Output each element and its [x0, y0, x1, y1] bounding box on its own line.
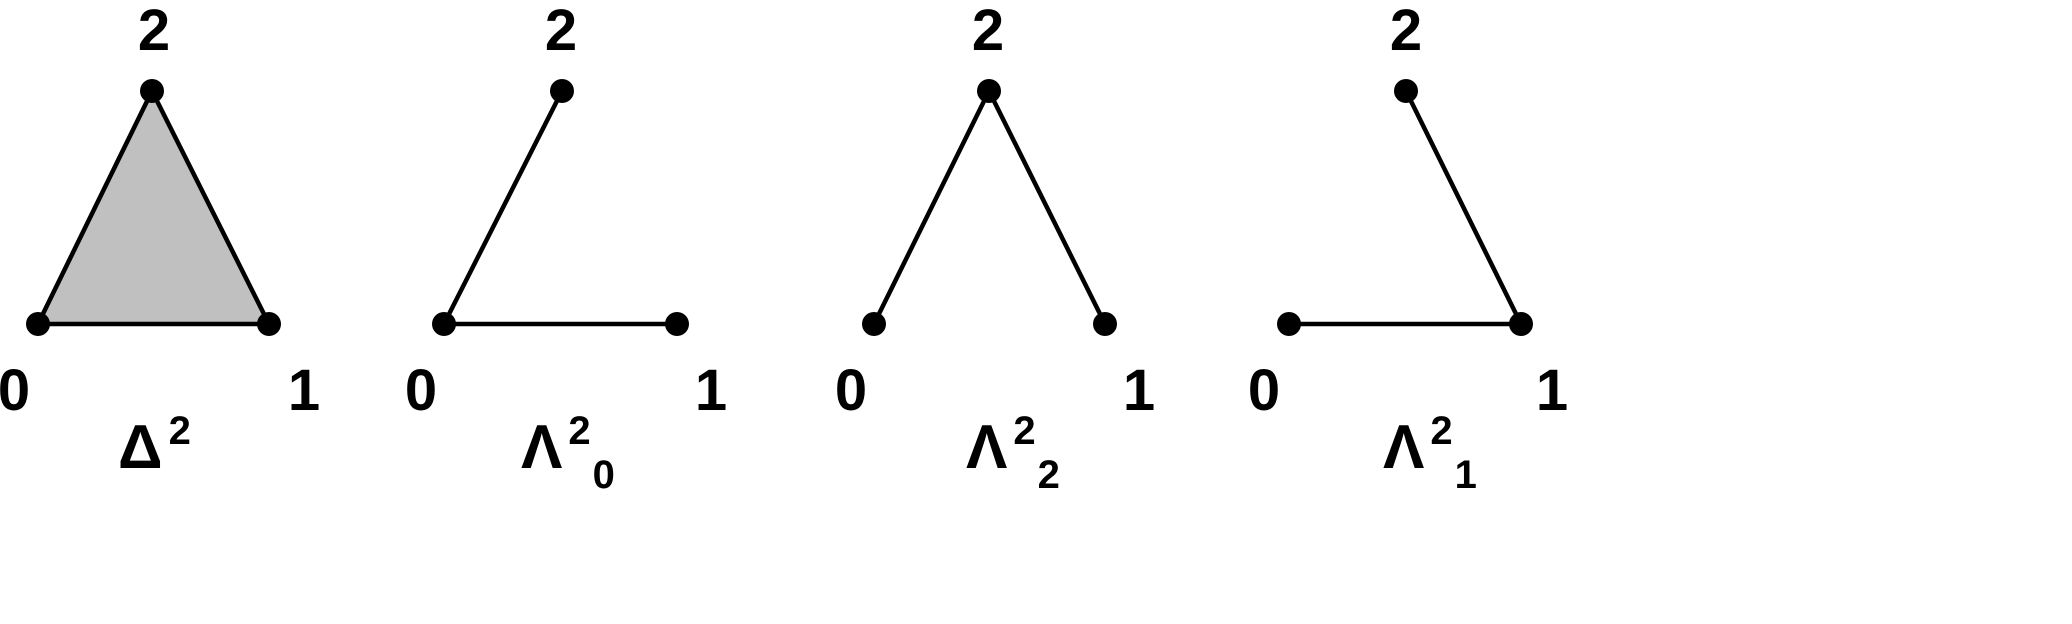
vertex-label-2: 2: [1390, 0, 1422, 63]
edge-0-2: [441, 88, 565, 327]
edge-2-0: [35, 88, 155, 327]
vertex-label-2: 2: [138, 0, 170, 63]
simplex-face: [38, 91, 269, 324]
vertex-label-0: 0: [835, 358, 867, 423]
vertex-label-1: 1: [1536, 358, 1568, 423]
vertex-1: [665, 312, 689, 336]
vertex-label-1: 1: [695, 358, 727, 423]
vertex-0: [26, 312, 50, 336]
vertex-label-0: 0: [1248, 358, 1280, 423]
caption-subscript: 1: [1455, 453, 1477, 497]
vertex-2: [977, 79, 1001, 103]
caption-superscript: 2: [1430, 409, 1452, 453]
vertex-1: [1509, 312, 1533, 336]
vertex-label-0: 0: [405, 358, 437, 423]
caption-superscript: 2: [1013, 409, 1035, 453]
caption-subscript: 2: [1038, 453, 1060, 497]
vertex-0: [1277, 312, 1301, 336]
caption-symbol: Λ: [1383, 413, 1424, 482]
vertex-2: [550, 79, 574, 103]
vertex-2: [140, 79, 164, 103]
vertex-label-0: 0: [0, 358, 30, 423]
caption-symbol: Λ: [966, 413, 1007, 482]
caption-symbol: Δ: [118, 413, 163, 482]
vertex-2: [1394, 79, 1418, 103]
edge-1-2: [1403, 88, 1524, 327]
vertex-1: [257, 312, 281, 336]
vertex-0: [862, 312, 886, 336]
edge-0-2: [871, 88, 992, 327]
edge-1-2: [986, 88, 1108, 327]
caption-superscript: 2: [568, 409, 590, 453]
vertex-label-2: 2: [972, 0, 1004, 63]
caption-superscript: 2: [169, 409, 191, 453]
caption-symbol: Λ: [521, 413, 562, 482]
vertex-label-1: 1: [288, 358, 320, 423]
vertex-0: [432, 312, 456, 336]
vertex-1: [1093, 312, 1117, 336]
caption-subscript: 0: [593, 453, 615, 497]
edge-1-2: [149, 88, 272, 327]
vertex-label-2: 2: [545, 0, 577, 63]
vertex-label-1: 1: [1123, 358, 1155, 423]
